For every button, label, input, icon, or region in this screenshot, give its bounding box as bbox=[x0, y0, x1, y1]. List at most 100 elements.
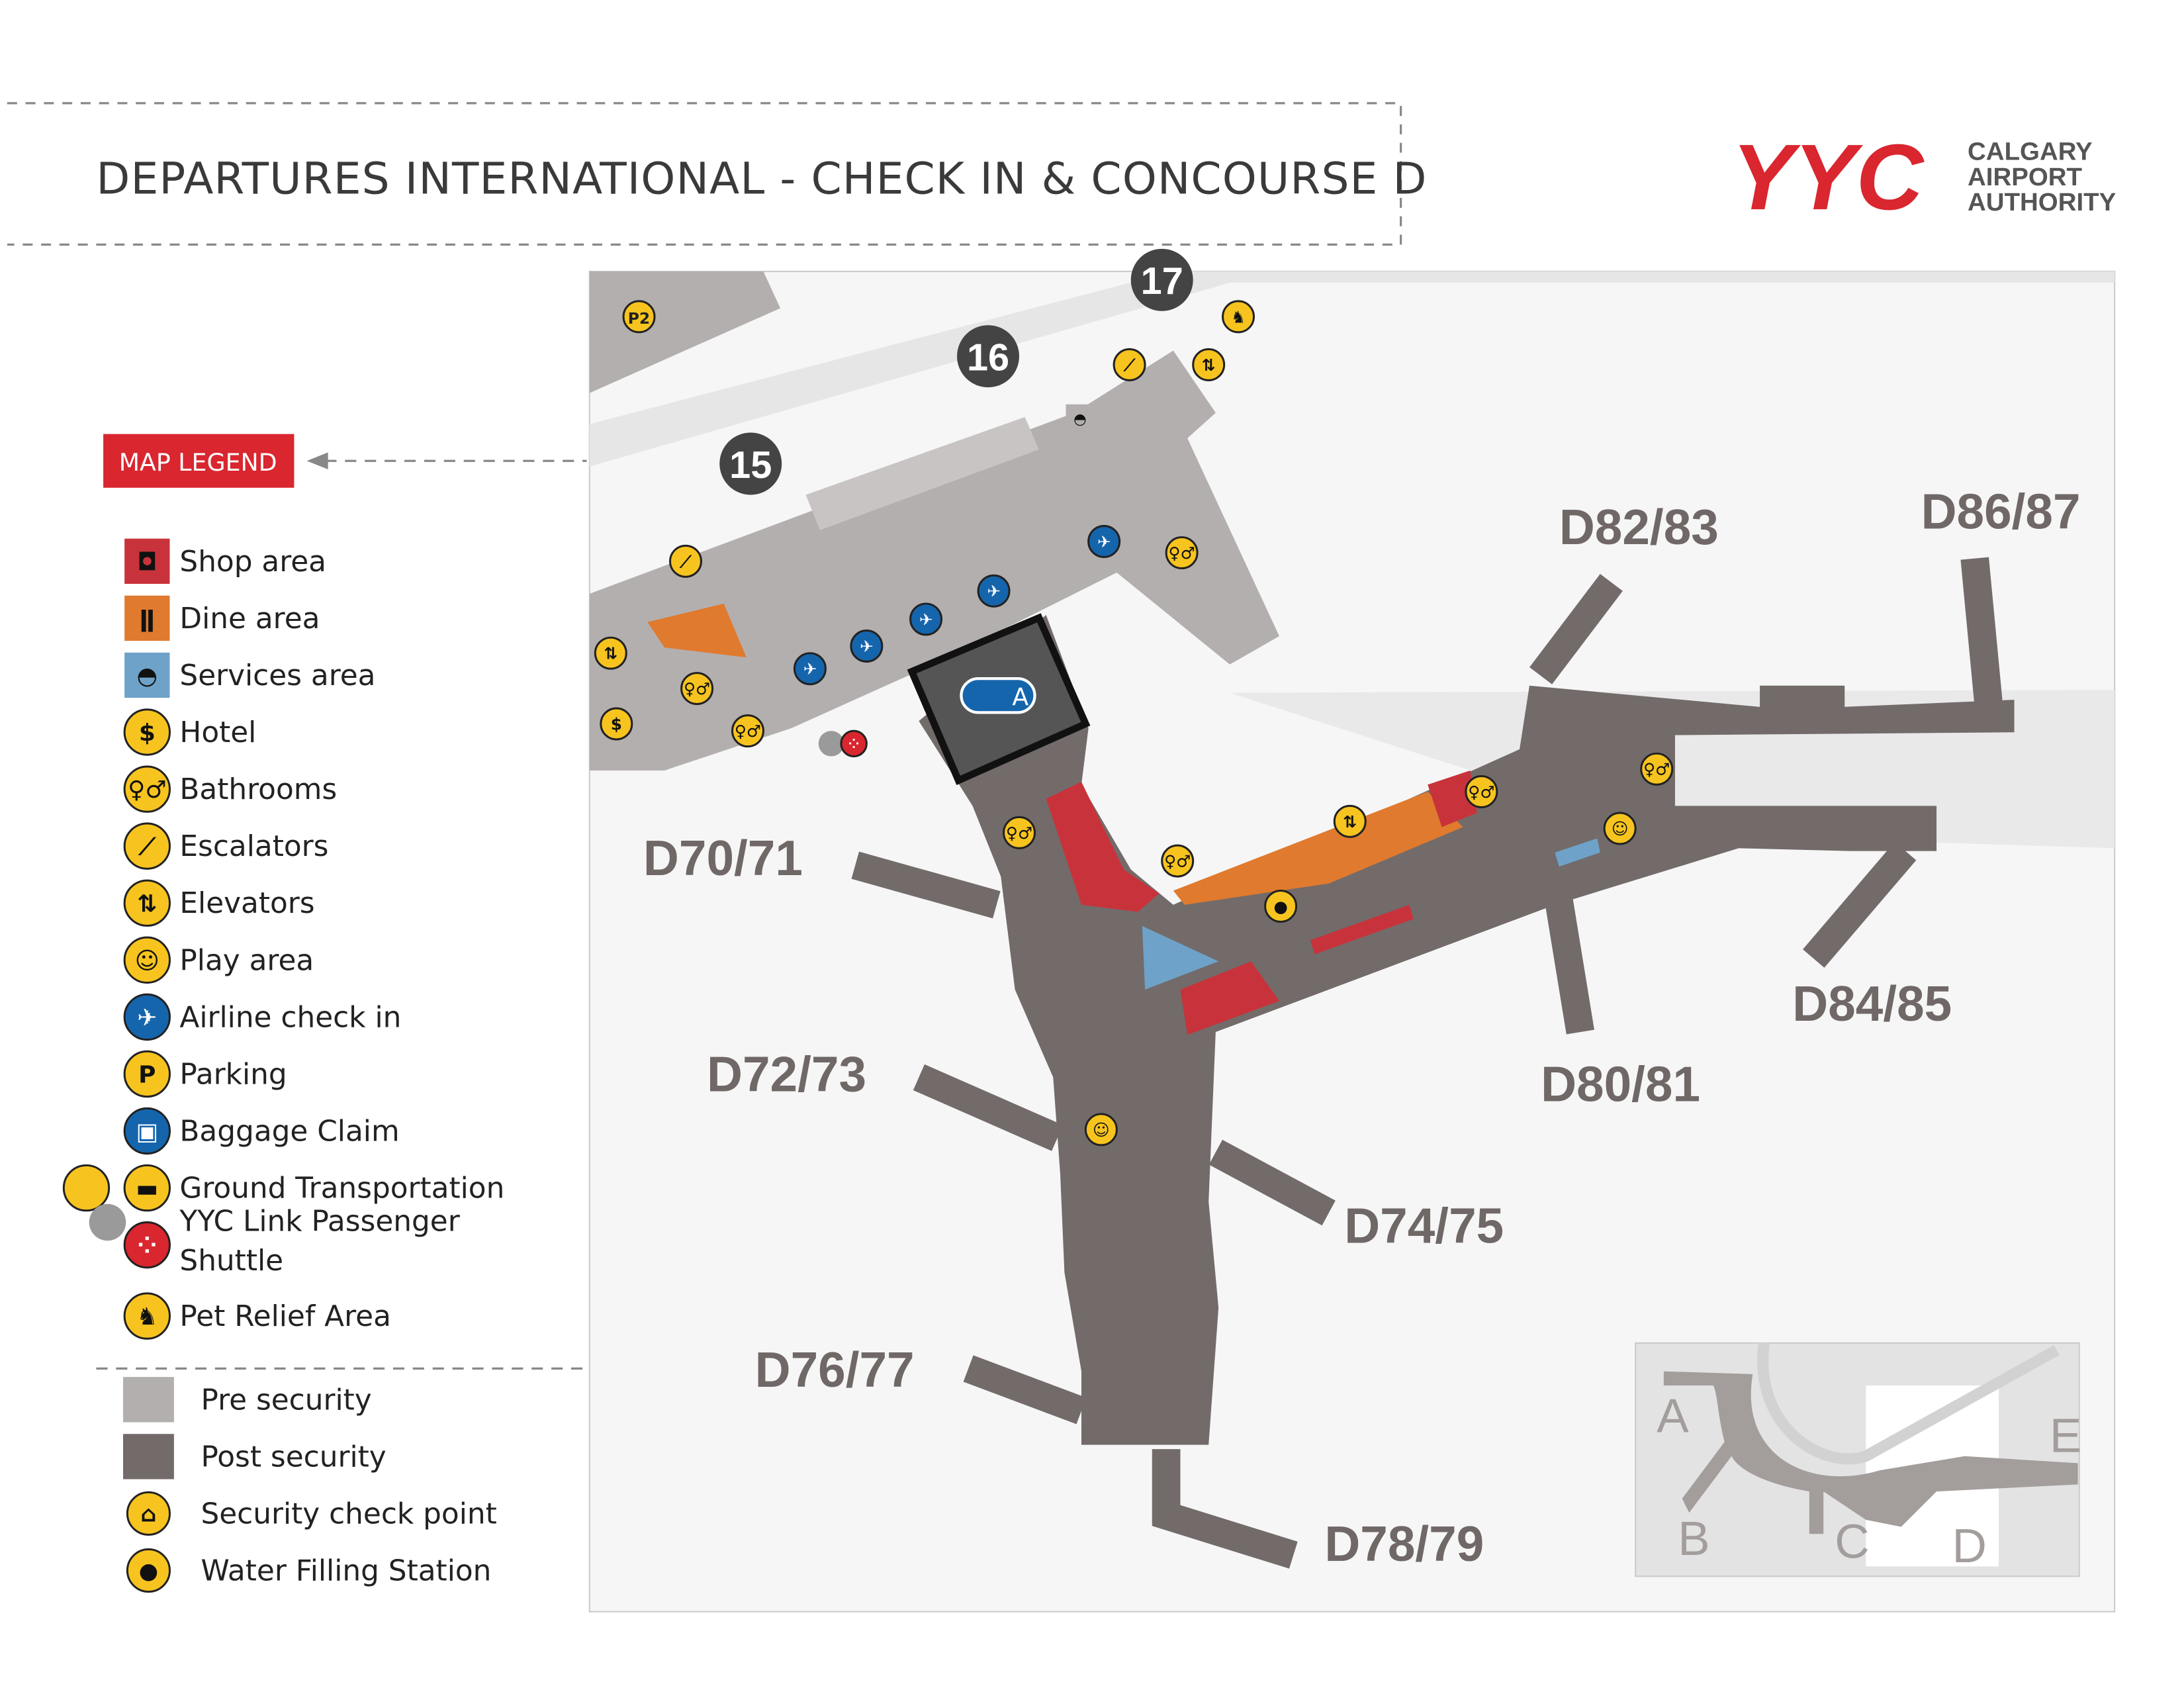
map-area[interactable]: A 15 16 17 P2 ♞⟋⇅◓⟋⇅$♀♂♀♂✈♀♂✈✈✈✈♀♂♀♂●⇅♀♂… bbox=[588, 248, 2116, 1613]
legend-label: Shop area bbox=[179, 545, 326, 579]
bathroom-icon: ♀♂ bbox=[731, 714, 764, 748]
svg-text:15: 15 bbox=[729, 444, 772, 487]
logo-line1: CALGARY bbox=[1968, 137, 2093, 165]
legend-item: ǁ Dine area bbox=[124, 595, 320, 641]
bathroom-icon: ♀♂ bbox=[1165, 536, 1199, 570]
svg-text:♀♂: ♀♂ bbox=[1169, 543, 1195, 563]
legend-label: Hotel bbox=[179, 716, 256, 749]
svg-text:●: ● bbox=[139, 1558, 158, 1584]
play-area-icon: ☺ bbox=[123, 936, 171, 984]
dine-icon: ǁ bbox=[124, 595, 170, 641]
bathroom-icon: ♀♂ bbox=[1161, 844, 1195, 878]
legend-item: ✈ Airline check in bbox=[123, 993, 401, 1041]
svg-text:♀♂: ♀♂ bbox=[1468, 782, 1494, 802]
svg-text:17: 17 bbox=[1141, 260, 1183, 303]
door-16: 16 bbox=[957, 325, 1020, 388]
legend-label: Dine area bbox=[179, 602, 320, 635]
dine-area bbox=[647, 603, 747, 658]
parking-icon: P bbox=[123, 1050, 171, 1098]
gate-label-d78-79: D78/79 bbox=[1324, 1516, 1484, 1571]
shuttle-icon: ⁘ bbox=[840, 729, 868, 758]
svg-text:☺: ☺ bbox=[1093, 1120, 1110, 1139]
legend-zone: ⌂Security check point bbox=[126, 1491, 497, 1536]
svg-text:▬: ▬ bbox=[136, 1176, 158, 1203]
legend-item: ◓ Services area bbox=[124, 652, 375, 698]
hotel-dollar-icon: $ bbox=[600, 707, 633, 741]
gate-label-d84-85: D84/85 bbox=[1792, 976, 1952, 1031]
logo-line3: AUTHORITY bbox=[1968, 188, 2116, 216]
map-legend-label: MAP LEGEND bbox=[119, 448, 277, 477]
legend-label: Post security bbox=[201, 1440, 386, 1474]
svg-text:⁘: ⁘ bbox=[848, 736, 860, 752]
check-in-counter bbox=[805, 417, 1039, 530]
shuttle-icon: ⁘ bbox=[123, 1221, 171, 1269]
gate-label-d70-71: D70/71 bbox=[643, 830, 803, 886]
airline-check-in-icon: ✈ bbox=[850, 630, 884, 663]
service-bell-icon: ◓ bbox=[1066, 404, 1095, 433]
legend-item: ♞Pet Relief Area bbox=[123, 1292, 391, 1340]
gate-label-d86-87: D86/87 bbox=[1921, 484, 2081, 539]
map-legend-button[interactable]: MAP LEGEND bbox=[103, 434, 295, 488]
security-checkpoint-a[interactable]: A bbox=[907, 613, 1091, 785]
svg-text:16: 16 bbox=[967, 337, 1009, 379]
logo-mark: YYC bbox=[1731, 124, 1925, 229]
legend-label: Bathrooms bbox=[179, 773, 337, 806]
bathroom-icon: ♀♂ bbox=[123, 765, 171, 813]
svg-text:⇅: ⇅ bbox=[137, 890, 157, 917]
legend-label-line2: Shuttle bbox=[179, 1244, 283, 1278]
svg-text:◓: ◓ bbox=[1073, 410, 1087, 428]
airline-check-in-icon: ✈ bbox=[793, 652, 827, 686]
minimap-letter-c: C bbox=[1835, 1515, 1869, 1569]
svg-text:ǁ: ǁ bbox=[139, 606, 155, 633]
bathroom-icon: ♀♂ bbox=[1640, 752, 1674, 786]
svg-text:♀♂: ♀♂ bbox=[684, 679, 710, 698]
bathroom-icon: ♀♂ bbox=[1465, 774, 1498, 808]
legend-label: Parking bbox=[179, 1057, 287, 1091]
legend-arrow bbox=[306, 452, 587, 470]
gate-label-d80-81: D80/81 bbox=[1541, 1056, 1700, 1112]
gate-piers bbox=[851, 557, 2003, 1569]
svg-text:$: $ bbox=[139, 720, 156, 747]
legend-label: Services area bbox=[179, 659, 375, 692]
legend-label: YYC Link Passenger bbox=[179, 1204, 459, 1238]
svg-text:◘: ◘ bbox=[137, 549, 157, 576]
svg-text:⟋: ⟋ bbox=[1123, 355, 1136, 375]
legend-item: ♀♂Bathrooms bbox=[123, 765, 337, 813]
gate-label-d76-77: D76/77 bbox=[755, 1342, 915, 1397]
water-drop-icon: ● bbox=[1264, 889, 1298, 923]
svg-text:◓: ◓ bbox=[137, 663, 158, 690]
door-15: 15 bbox=[719, 432, 782, 495]
legend-zone: Pre security bbox=[122, 1377, 372, 1423]
door-17: 17 bbox=[1130, 248, 1193, 311]
svg-text:⟋: ⟋ bbox=[138, 833, 157, 861]
svg-text:✈: ✈ bbox=[860, 637, 874, 656]
yyc-logo: YYC CALGARY AIRPORT AUTHORITY bbox=[1731, 124, 2116, 229]
legend-item: ▬Ground Transportation bbox=[62, 1164, 504, 1212]
hotel-dollar-icon: $ bbox=[123, 708, 171, 756]
legend-zone: Post security bbox=[122, 1434, 387, 1479]
legend-label: Water Filling Station bbox=[201, 1554, 491, 1587]
svg-text:▣: ▣ bbox=[136, 1119, 158, 1146]
svg-text:⇅: ⇅ bbox=[1202, 355, 1216, 375]
svg-text:✈: ✈ bbox=[1097, 532, 1111, 551]
svg-text:✈: ✈ bbox=[137, 1004, 157, 1031]
legend-item: ⇅Elevators bbox=[123, 879, 315, 927]
bathroom-icon: ♀♂ bbox=[1003, 816, 1036, 849]
svg-text:$: $ bbox=[611, 714, 622, 733]
svg-text:⇅: ⇅ bbox=[1343, 812, 1357, 831]
legend-label: Baggage Claim bbox=[179, 1114, 399, 1148]
elevator-icon: ⇅ bbox=[123, 879, 171, 927]
minimap-letter-a: A bbox=[1657, 1389, 1689, 1442]
logo-line2: AIRPORT bbox=[1968, 163, 2082, 191]
play-area-icon: ☺ bbox=[1084, 1113, 1118, 1147]
water-drop-icon: ● bbox=[126, 1548, 171, 1593]
elevator-icon: ⇅ bbox=[1333, 804, 1367, 838]
legend-label: Airline check in bbox=[179, 1000, 401, 1034]
shop-area bbox=[1046, 782, 1160, 912]
svg-text:P2: P2 bbox=[628, 309, 651, 328]
svg-text:✈: ✈ bbox=[987, 582, 1001, 601]
parking-p2-icon[interactable]: P2 bbox=[622, 300, 656, 334]
